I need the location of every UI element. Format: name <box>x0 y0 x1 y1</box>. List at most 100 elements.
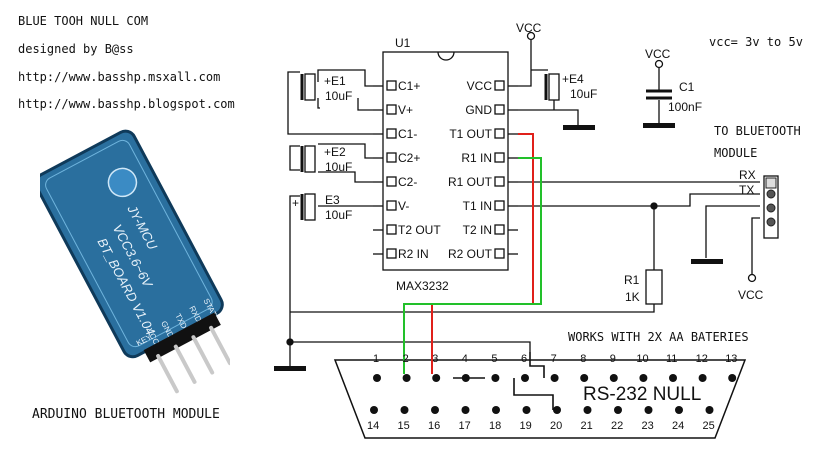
db25-pin-number: 25 <box>702 420 715 432</box>
vcc-r1-label: VCC <box>738 288 764 302</box>
db25-pin-number: 5 <box>491 353 498 365</box>
bluetooth-module-illustration: BT_BOARD V1.04 VCC3.6~6V JY-MCU KEY VCC … <box>40 129 230 394</box>
ic-ref-label: U1 <box>395 36 411 50</box>
ic-left-pin-label: V+ <box>398 103 414 117</box>
db25-pin-25 <box>705 406 714 414</box>
db25-pin-13 <box>728 374 737 382</box>
e1-ref-text: E1 <box>331 74 346 88</box>
e3-plus: + <box>292 196 300 210</box>
wire-e2-minus <box>318 171 373 183</box>
ic-right-pin-label: R1 OUT <box>447 175 492 189</box>
ic-right-pin-label: T1 OUT <box>449 127 492 141</box>
ic-right-pin-label: R2 OUT <box>447 247 492 261</box>
e2-body <box>304 145 316 173</box>
e4-ref-text: E4 <box>569 72 584 86</box>
jumper-6-20 <box>513 378 554 410</box>
bt-header-title-1: TO BLUETOOTH <box>714 124 801 138</box>
ic-right-pin-label: VCC <box>466 79 492 93</box>
e1-ref: +E1 <box>324 74 346 88</box>
ic-notch <box>437 51 455 61</box>
vcc-range-note: vcc= 3v to 5v <box>709 35 803 49</box>
ic-pin-pad <box>386 248 397 259</box>
c1-ref: C1 <box>679 80 695 94</box>
ic-left-pin-label: T2 OUT <box>398 223 441 237</box>
ic-pin-pad <box>386 224 397 235</box>
ic-pin-pad <box>494 200 505 211</box>
db25-pin-10 <box>639 374 648 382</box>
ic-pin-pad <box>386 152 397 163</box>
header-title: BLUE TOOH NULL COM <box>18 14 149 28</box>
db25-pin-24 <box>675 406 683 414</box>
e2-ref-text: E2 <box>331 145 346 159</box>
e4-plus: + <box>562 72 570 86</box>
db25-pin-number: 20 <box>550 420 563 432</box>
db25-pin-number: 4 <box>461 353 468 365</box>
ic-pin-pad <box>386 176 397 187</box>
db25-pin-number: 12 <box>695 353 708 365</box>
bt-header-pin <box>765 177 777 189</box>
ic-pin-pad <box>494 80 505 91</box>
module-pin-2 <box>173 344 197 384</box>
bt-rx-label: RX <box>739 168 756 182</box>
e3-ref: E3 <box>325 193 340 207</box>
wire-e1-minus <box>317 98 320 109</box>
ic-part-label: MAX3232 <box>396 279 449 293</box>
db25-pin-number: 10 <box>636 353 649 365</box>
db25-pin-number: 17 <box>458 420 471 432</box>
db25-pin-number: 21 <box>580 420 593 432</box>
db25-pin-number: 11 <box>666 353 678 365</box>
db25-pin-18 <box>492 406 500 414</box>
module-pin-1 <box>156 353 179 394</box>
ic-pin-pad <box>494 104 505 115</box>
db25-pin-16 <box>431 406 439 414</box>
ic-pin-pad <box>494 176 505 187</box>
e4-body <box>548 73 560 101</box>
wire-green-r1in-pin2 <box>403 157 542 374</box>
db25-pin-number: 9 <box>609 353 616 365</box>
db25-pin-number: 1 <box>373 353 380 365</box>
r1-body <box>645 269 663 305</box>
r1-value: 1K <box>625 290 640 304</box>
jumper-7 <box>529 352 545 378</box>
e3-body <box>304 193 316 221</box>
wire-e1-plus <box>317 69 373 87</box>
db25-pin-number: 24 <box>672 420 685 432</box>
ground-bt <box>691 259 723 264</box>
module-board-edge <box>45 139 213 348</box>
vcc-ic-terminal <box>526 31 536 41</box>
ic-left-pin-label: R2 IN <box>398 247 429 261</box>
db25-pin-number: 2 <box>402 353 409 365</box>
ground-symbols <box>274 123 723 371</box>
db25-shell <box>333 359 747 439</box>
e4-value: 10uF <box>570 87 598 101</box>
db25-pins <box>370 374 737 414</box>
vcc-r1-terminal <box>747 273 757 283</box>
db25-pin-number: 14 <box>367 420 380 432</box>
bt-header-pin <box>766 217 776 227</box>
ic-right-pin-stubs <box>508 85 518 255</box>
ic-left-pin-label: C1- <box>398 127 418 141</box>
db25-pin-2 <box>402 374 411 382</box>
e2-value: 10uF <box>325 160 353 174</box>
wire-r1-bottom <box>290 304 655 313</box>
ic-left-pin-label: C2- <box>398 175 418 189</box>
db25-pin-11 <box>669 374 677 382</box>
db25-pin-14 <box>370 406 378 414</box>
db25-pin-23 <box>644 406 653 414</box>
db25-pin-5 <box>491 374 500 382</box>
wire-c1-minus <box>287 71 373 135</box>
vcc-c1-label: VCC <box>645 47 671 61</box>
e4-ref: +E4 <box>562 72 584 86</box>
header-url-1[interactable]: http://www.basshp.msxall.com <box>18 70 221 84</box>
e2-plus: + <box>324 145 332 159</box>
ic-left-pin-label: V- <box>398 199 410 213</box>
bt-header-title-2: MODULE <box>714 146 758 160</box>
db25-pin-number: 23 <box>641 420 654 432</box>
db25-pin-9 <box>609 374 618 382</box>
ground-c1 <box>643 123 675 128</box>
ic-pin-pad <box>386 128 397 139</box>
ic-pin-pad <box>386 104 397 115</box>
header-url-2[interactable]: http://www.basshp.blogspot.com <box>18 97 235 111</box>
e1-body <box>304 73 316 101</box>
